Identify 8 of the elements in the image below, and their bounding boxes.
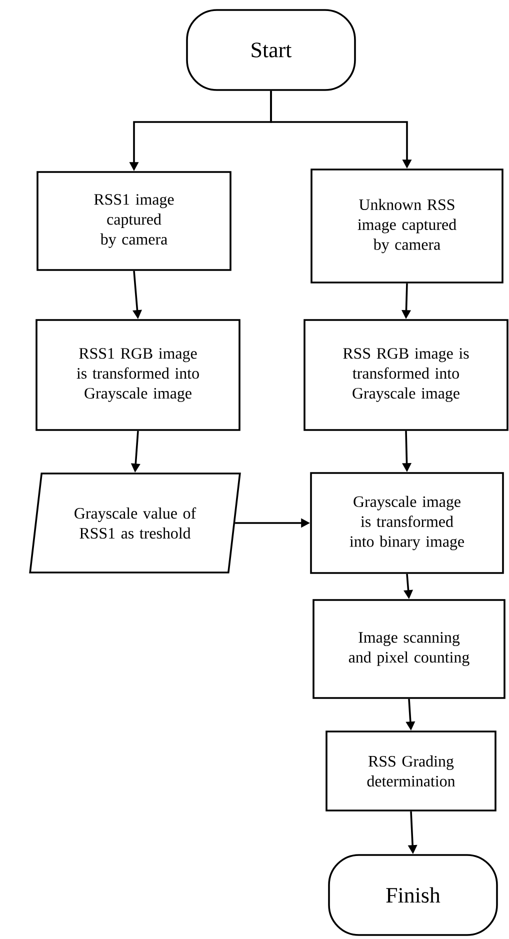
process-box: RSS1 RGB image is transformed into Grayscale image [36,319,240,431]
process-box: RSS Grading determination [326,730,496,812]
process-box: Unknown RSS image captured by camera [310,168,504,284]
process-box: Image scanning and pixel counting [312,599,506,699]
process-box: RSS1 image captured by camera [36,171,232,271]
process-box: Grayscale image is transformed into binary image [310,472,504,574]
data-parallelogram: Grayscale value of RSS1 as treshold [29,472,241,574]
process-box: RSS RGB image is transformed into Grayscale image [304,319,508,431]
